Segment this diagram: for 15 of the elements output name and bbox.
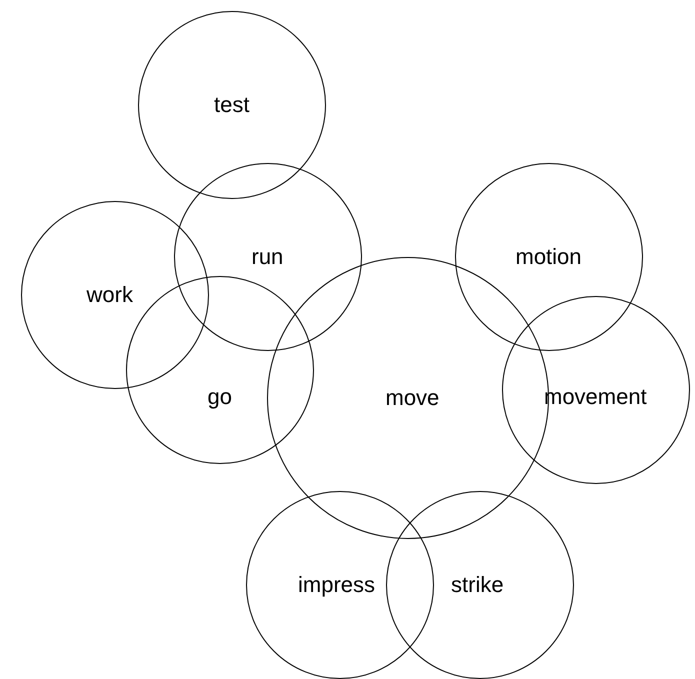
word-circle	[386, 491, 574, 679]
word-circle	[174, 163, 362, 351]
word-circle	[455, 163, 643, 351]
word-circle	[138, 11, 326, 199]
word-circle	[246, 491, 434, 679]
circle-label: motion	[516, 246, 582, 268]
circle-label: impress	[298, 574, 376, 596]
circle-label: run	[252, 246, 284, 268]
circle-label: go	[208, 386, 232, 408]
circle-label: test	[214, 94, 250, 116]
circle-label: strike	[451, 574, 504, 596]
word-circle	[502, 296, 690, 484]
circle-label: work	[86, 284, 133, 306]
word-circle	[21, 201, 209, 389]
circle-label: move	[386, 386, 440, 408]
